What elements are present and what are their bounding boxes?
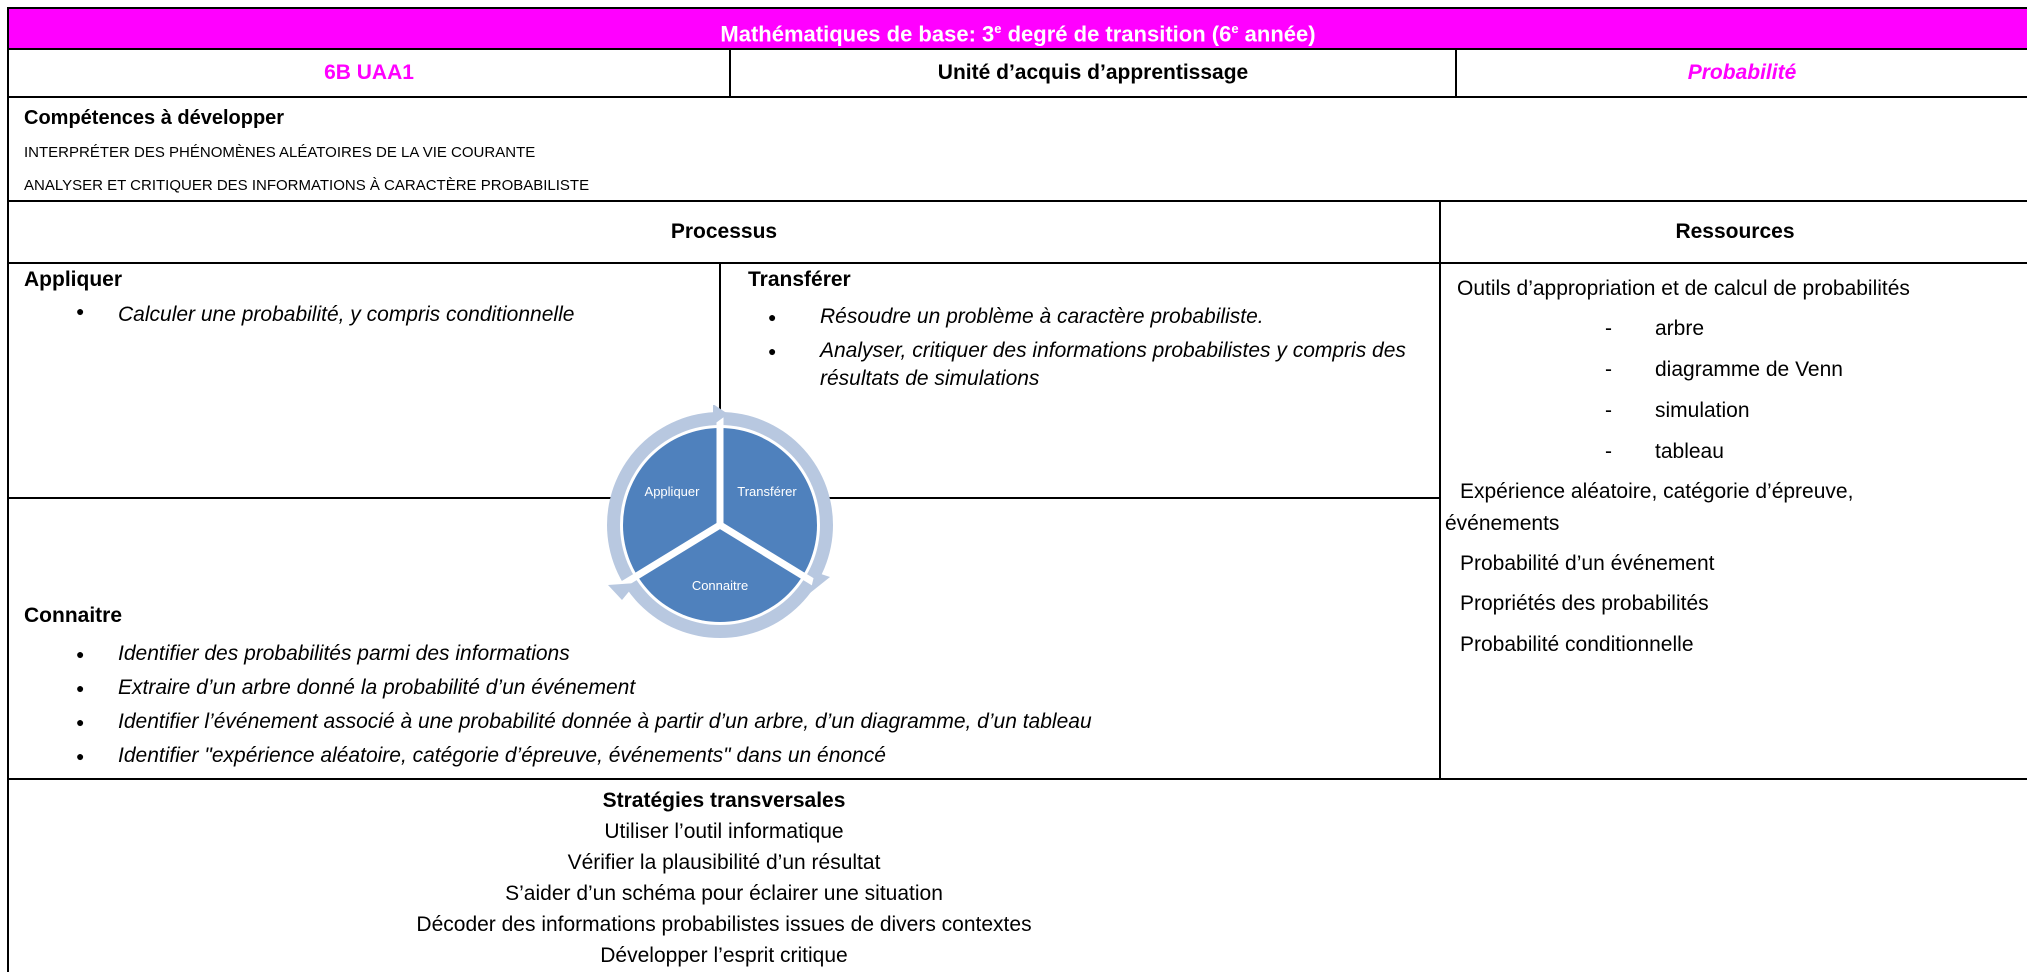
transferer-heading: Transférer <box>748 268 851 291</box>
cycle-label-connaitre: Connaitre <box>692 578 748 593</box>
appliquer-list: ●Calculer une probabilité, y compris con… <box>24 303 714 327</box>
connaitre-heading: Connaitre <box>24 604 123 627</box>
unit-label: Unité d’acquis d’apprentissage <box>937 61 1249 84</box>
strategy-item: Développer l’esprit critique <box>600 944 848 967</box>
ressource-item: événements <box>1445 512 1560 535</box>
list-item: -tableau <box>1605 440 1724 463</box>
cycle-label-appliquer: Appliquer <box>645 484 701 499</box>
divider <box>7 778 2027 780</box>
ressource-item: Probabilité d’un événement <box>1460 552 1715 575</box>
divider <box>1455 50 1457 96</box>
ressources-intro: Outils d’appropriation et de calcul de p… <box>1457 277 1910 300</box>
cycle-arrow-icon <box>713 405 728 425</box>
competences-heading: Compétences à développer <box>24 107 285 129</box>
list-item: -diagramme de Venn <box>1605 358 1843 381</box>
unit-code: 6B UAA1 <box>324 61 414 84</box>
connaitre-list: ●Identifier des probabilités parmi des i… <box>24 640 1424 776</box>
ressources-header: Ressources <box>1675 220 1795 243</box>
divider <box>1439 200 1441 778</box>
list-item: ●Résoudre un problème à caractère probab… <box>768 305 1264 328</box>
cycle-label-transferer: Transférer <box>737 484 797 499</box>
cycle-separator <box>718 522 820 588</box>
divider <box>7 262 2027 264</box>
processus-header: Processus <box>670 220 778 243</box>
strategies-heading: Stratégies transversales <box>602 789 846 812</box>
page-title: Mathématiques de base: 3e degré de trans… <box>9 9 2027 48</box>
ressource-item: Expérience aléatoire, catégorie d’épreuv… <box>1460 480 1854 503</box>
divider <box>7 48 2027 50</box>
ressources-tools: -arbre -diagramme de Venn -simulation -t… <box>1457 308 2017 472</box>
divider <box>7 96 2027 98</box>
unit-subject: Probabilité <box>1687 61 1797 84</box>
list-item: ●Identifier des probabilités parmi des i… <box>76 642 570 665</box>
list-item: ●Identifier l’événement associé à une pr… <box>76 710 1092 733</box>
strategy-item: Utiliser l’outil informatique <box>604 820 844 843</box>
list-item: -arbre <box>1605 317 1705 340</box>
competence-item: INTERPRÉTER DES PHÉNOMÈNES ALÉATOIRES DE… <box>24 144 536 161</box>
list-item: ●Identifier "expérience aléatoire, catég… <box>76 744 886 767</box>
strategy-item: Décoder des informations probabilistes i… <box>416 913 1032 936</box>
appliquer-heading: Appliquer <box>24 268 122 291</box>
list-item: ●Calculer une probabilité, y compris con… <box>76 303 575 326</box>
document-frame <box>7 7 2027 972</box>
process-cycle-diagram: Appliquer Transférer Connaitre <box>607 405 833 638</box>
divider <box>729 50 731 96</box>
competence-item: ANALYSER ET CRITIQUER DES INFORMATIONS À… <box>24 177 590 194</box>
cycle-separator <box>620 522 722 588</box>
strategy-item: S’aider d’un schéma pour éclairer une si… <box>505 882 943 905</box>
divider <box>719 262 721 498</box>
transferer-list: ●Résoudre un problème à caractère probab… <box>748 303 1408 393</box>
ressource-item: Probabilité conditionnelle <box>1460 633 1694 656</box>
divider <box>7 200 2027 202</box>
ressource-item: Propriétés des probabilités <box>1460 592 1709 615</box>
list-item: ●Extraire d’un arbre donné la probabilit… <box>76 676 636 699</box>
cycle-arrow-icon <box>608 583 636 600</box>
list-item: -simulation <box>1605 399 1750 422</box>
cycle-arrow-icon <box>810 572 830 593</box>
list-item: ●Analyser, critiquer des informations pr… <box>768 339 1406 390</box>
strategy-item: Vérifier la plausibilité d’un résultat <box>567 851 881 874</box>
